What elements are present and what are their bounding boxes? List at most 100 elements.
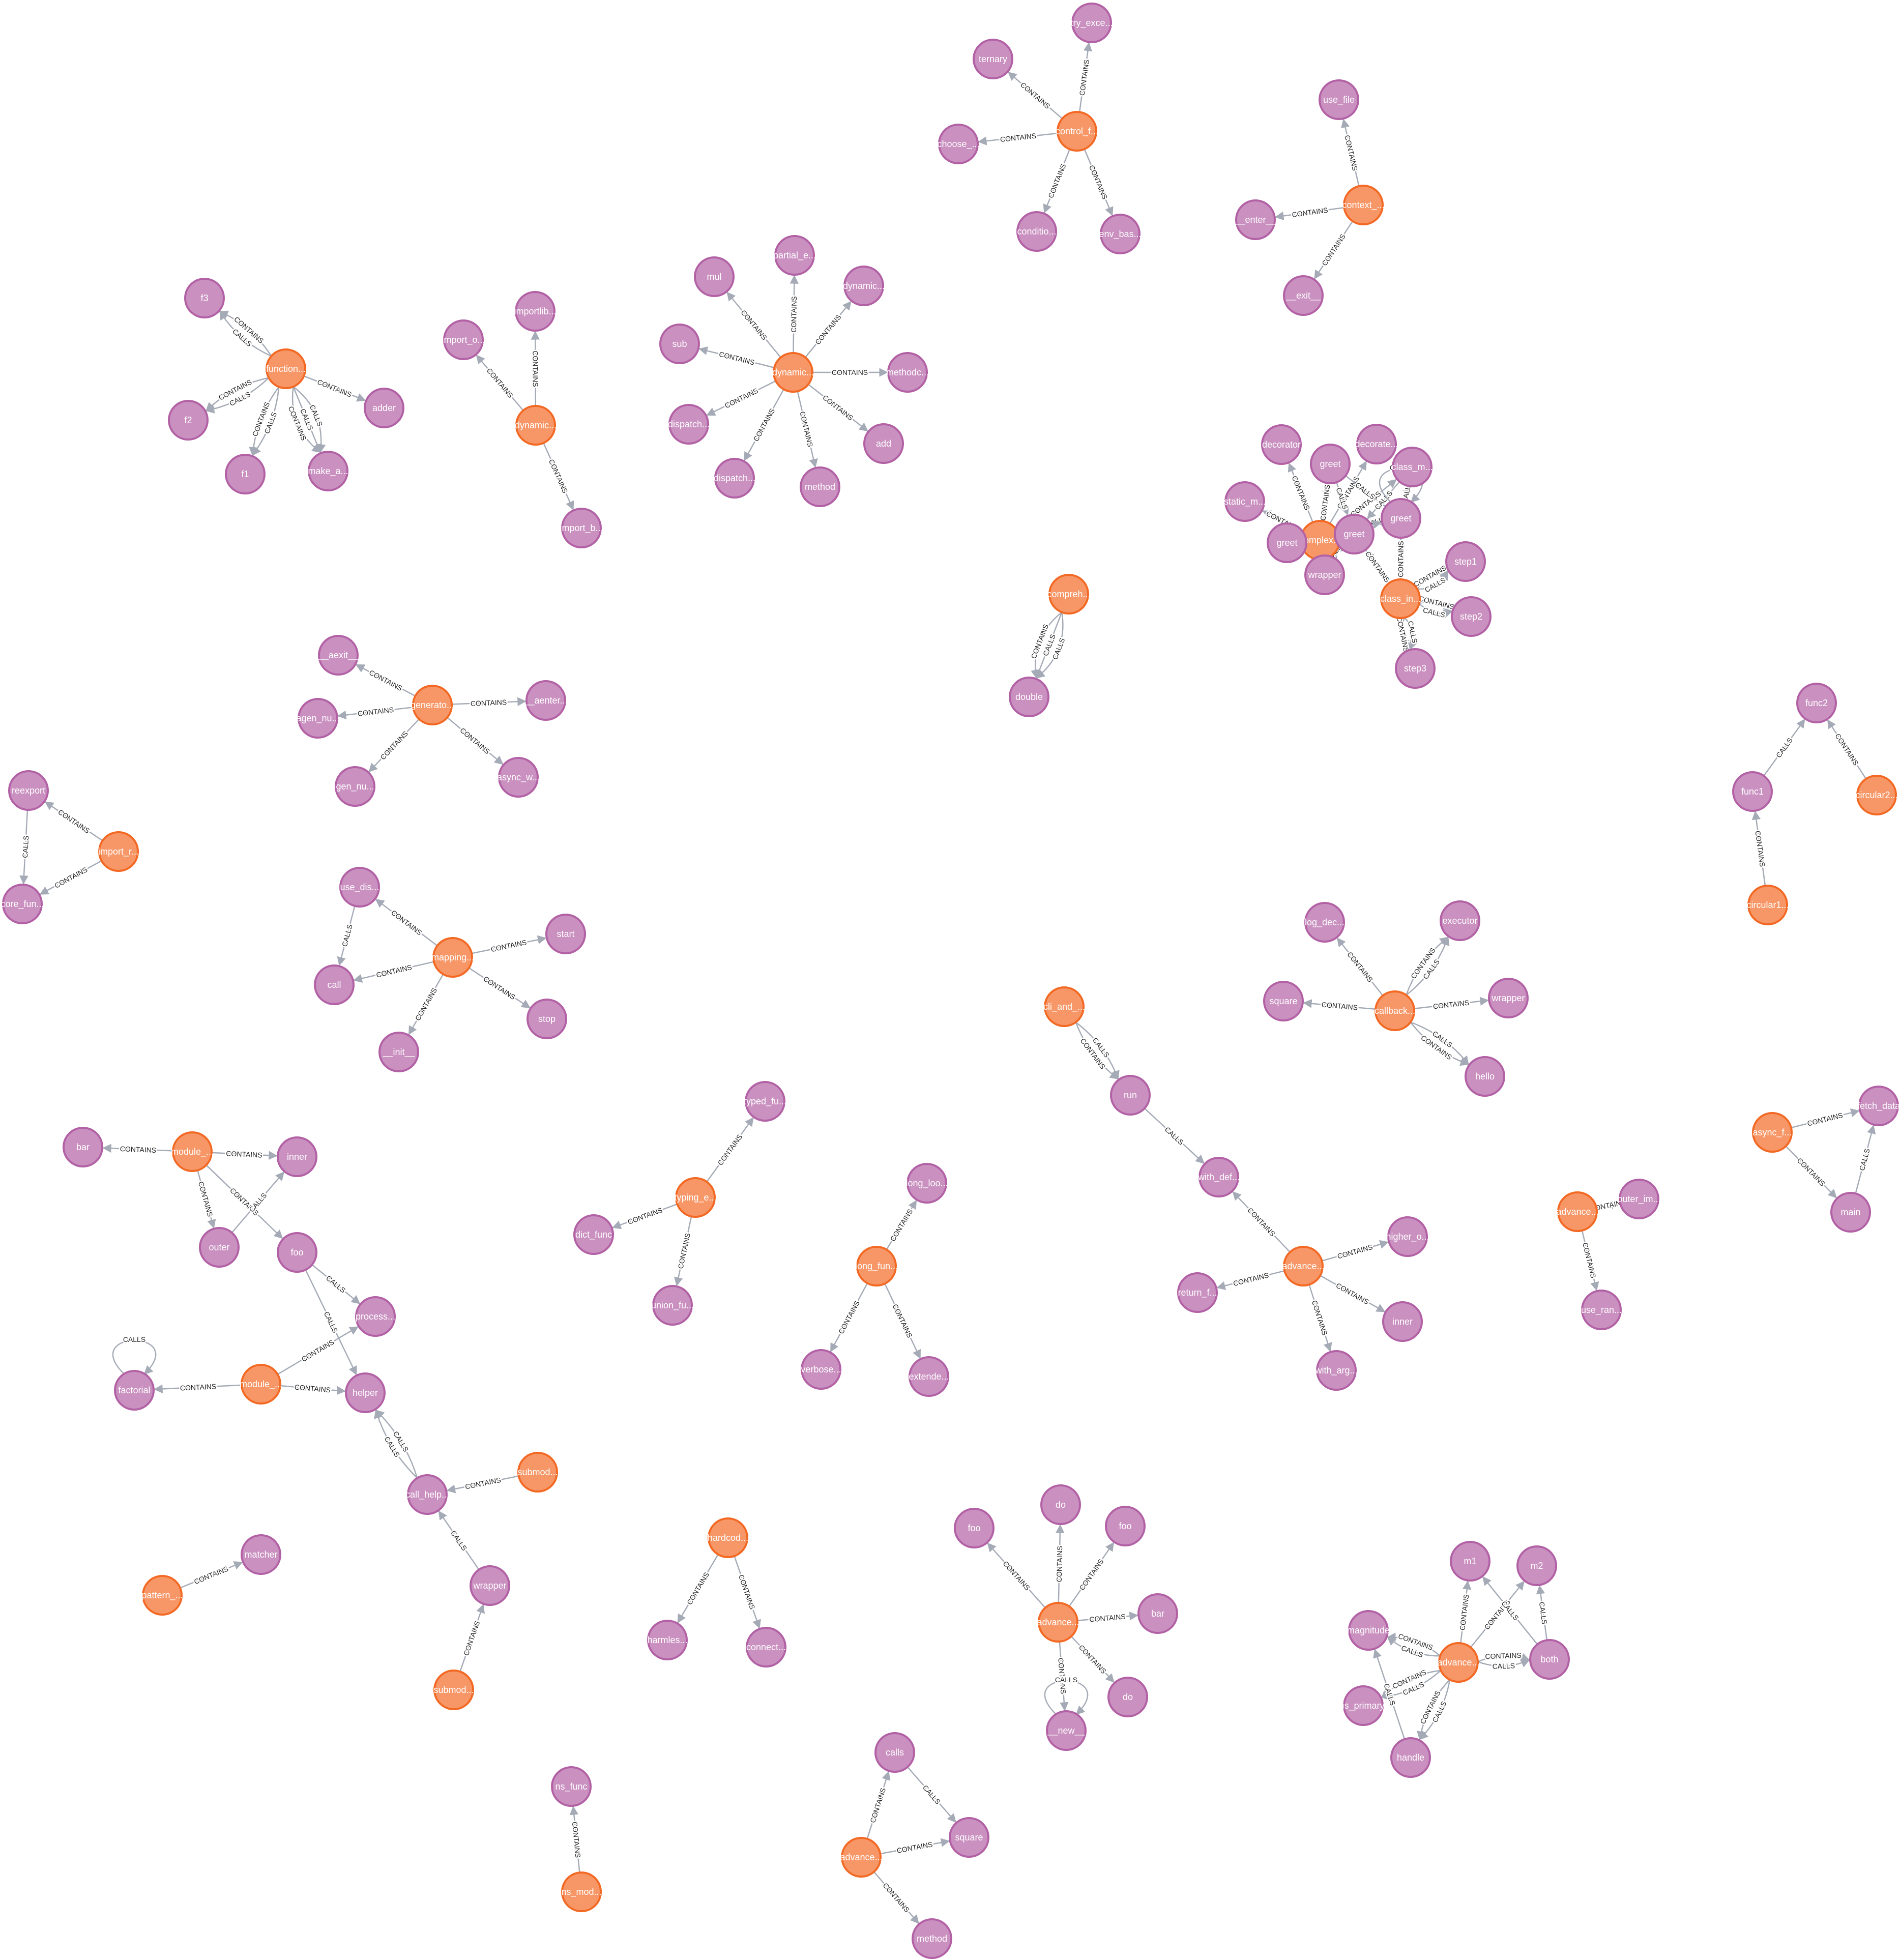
function-node-inner1[interactable]: inner	[277, 1136, 317, 1177]
edge-line[interactable]	[1303, 999, 1376, 1010]
function-node-do1[interactable]: do	[1040, 1484, 1081, 1525]
edge-contains[interactable]: CONTAINS	[734, 1556, 761, 1629]
edge-contains[interactable]: CONTAINS	[873, 1871, 919, 1924]
node-circle[interactable]	[1304, 902, 1345, 943]
edge-line[interactable]	[469, 967, 531, 1009]
edge-contains[interactable]: CONTAINS	[1751, 810, 1768, 886]
edge-contains[interactable]: CONTAINS	[1785, 1146, 1837, 1198]
function-node-importlib[interactable]: importlib...	[514, 291, 557, 332]
edge-line[interactable]	[1320, 1275, 1386, 1312]
node-circle[interactable]	[1261, 424, 1302, 465]
edge-calls[interactable]: CALLS	[907, 1766, 956, 1823]
edge-contains[interactable]: CONTAINS	[476, 355, 524, 411]
node-circle[interactable]	[432, 937, 473, 978]
edge-line[interactable]	[303, 375, 366, 402]
node-circle[interactable]	[1044, 986, 1085, 1027]
edge-contains[interactable]: CONTAINS	[1043, 149, 1071, 214]
edge-line[interactable]	[734, 1556, 761, 1629]
edge-calls[interactable]: CALLS	[1482, 1576, 1538, 1645]
edge-line[interactable]	[1785, 1146, 1837, 1198]
edge-line[interactable]	[1417, 1679, 1450, 1740]
edge-line[interactable]	[1288, 462, 1313, 523]
edge-line[interactable]	[459, 1604, 485, 1672]
node-circle[interactable]	[1387, 1216, 1428, 1257]
edge-line[interactable]	[1404, 617, 1418, 650]
edge-contains[interactable]: CONTAINS	[808, 384, 868, 432]
module-node-advance-c[interactable]: advance...	[1037, 1602, 1079, 1643]
node-circle[interactable]	[907, 1163, 947, 1204]
function-node-add[interactable]: add	[863, 423, 904, 464]
node-circle[interactable]	[1107, 1677, 1148, 1717]
edge-contains[interactable]: CONTAINS	[1007, 71, 1063, 120]
node-circle[interactable]	[1267, 522, 1307, 563]
function-node-wrapper2[interactable]: wrapper	[1488, 978, 1529, 1018]
edge-contains[interactable]: CONTAINS	[797, 391, 818, 468]
edge-contains[interactable]: CONTAINS	[1580, 1230, 1599, 1291]
edge-contains[interactable]: CONTAINS	[219, 310, 272, 357]
edge-line[interactable]	[1232, 1191, 1291, 1253]
function-node-run[interactable]: run	[1110, 1075, 1151, 1116]
function-node-harmles[interactable]: harmles...	[647, 1620, 688, 1660]
edge-calls[interactable]: CALLS	[1410, 1021, 1469, 1065]
edge-contains[interactable]: CONTAINS	[44, 801, 103, 841]
node-circle[interactable]	[1451, 596, 1492, 637]
edge-calls[interactable]: CALLS	[374, 1409, 418, 1479]
function-node-bar1[interactable]: bar	[63, 1127, 103, 1167]
module-node-dynamic-disp[interactable]: dynamic...	[772, 352, 814, 393]
node-circle[interactable]	[1334, 514, 1375, 554]
edge-line[interactable]	[337, 905, 356, 966]
module-node-circular1[interactable]: circular1...	[1746, 885, 1789, 925]
edge-line[interactable]	[446, 1475, 519, 1494]
function-node-dispatch2[interactable]: dispatch...	[714, 458, 755, 499]
edge-contains[interactable]: CONTAINS	[375, 899, 438, 947]
function-node-static-m[interactable]: static_m...	[1224, 481, 1266, 522]
edge-line[interactable]	[1059, 1641, 1069, 1711]
node-circle[interactable]	[1040, 1484, 1081, 1525]
function-node-mul[interactable]: mul	[694, 256, 735, 297]
edge-line[interactable]	[531, 331, 540, 406]
edge-contains[interactable]: CONTAINS	[337, 704, 414, 720]
edge-line[interactable]	[1308, 1284, 1332, 1352]
node-circle[interactable]	[1796, 683, 1837, 723]
node-circle[interactable]	[1304, 554, 1345, 595]
node-circle[interactable]	[1100, 214, 1141, 254]
function-node-import-o[interactable]: import_o...	[442, 319, 485, 360]
edge-line[interactable]	[1216, 1270, 1285, 1290]
node-circle[interactable]	[277, 1232, 317, 1273]
node-circle[interactable]	[314, 964, 355, 1005]
edge-contains[interactable]: CONTAINS	[1414, 997, 1489, 1012]
module-node-hardcod[interactable]: hardcod...	[708, 1517, 748, 1558]
node-circle[interactable]	[527, 999, 567, 1039]
function-node-log-dec[interactable]: log_dec...	[1304, 902, 1345, 943]
function-node-f2[interactable]: f2	[168, 400, 209, 441]
node-circle[interactable]	[652, 1285, 693, 1326]
function-node-bar2[interactable]: bar	[1137, 1593, 1178, 1634]
function-node-agen-nu[interactable]: agen_nu...	[296, 698, 340, 739]
function-node-partial-e[interactable]: partial_e...	[773, 235, 816, 276]
node-circle[interactable]	[2, 884, 43, 924]
node-circle[interactable]	[1356, 424, 1397, 464]
edge-line[interactable]	[543, 443, 574, 511]
node-circle[interactable]	[1071, 3, 1112, 43]
node-circle[interactable]	[1747, 885, 1788, 925]
edge-contains[interactable]: CONTAINS	[1232, 1191, 1291, 1253]
edge-contains[interactable]: CONTAINS	[154, 1381, 242, 1393]
edge-line[interactable]	[291, 386, 321, 453]
function-node-matcher[interactable]: matcher	[241, 1534, 281, 1575]
node-circle[interactable]	[364, 388, 404, 428]
edge-line[interactable]	[706, 1117, 754, 1182]
edge-contains[interactable]: CONTAINS	[1336, 937, 1384, 997]
function-node-magnitude[interactable]: magnitude	[1347, 1610, 1390, 1651]
edge-line[interactable]	[1417, 571, 1449, 590]
edge-calls[interactable]: CALLS	[1855, 1124, 1876, 1194]
node-circle[interactable]	[1382, 1301, 1423, 1342]
edge-line[interactable]	[206, 377, 269, 412]
function-node-call-help[interactable]: call_help...	[405, 1474, 449, 1515]
function-node-func2[interactable]: func2	[1796, 683, 1837, 723]
edge-line[interactable]	[368, 718, 420, 773]
edge-calls[interactable]: CALLS	[205, 377, 270, 414]
edge-contains[interactable]: CONTAINS	[674, 1216, 693, 1286]
edge-line[interactable]	[206, 1164, 283, 1239]
edge-line[interactable]	[293, 386, 326, 453]
node-circle[interactable]	[887, 352, 928, 393]
